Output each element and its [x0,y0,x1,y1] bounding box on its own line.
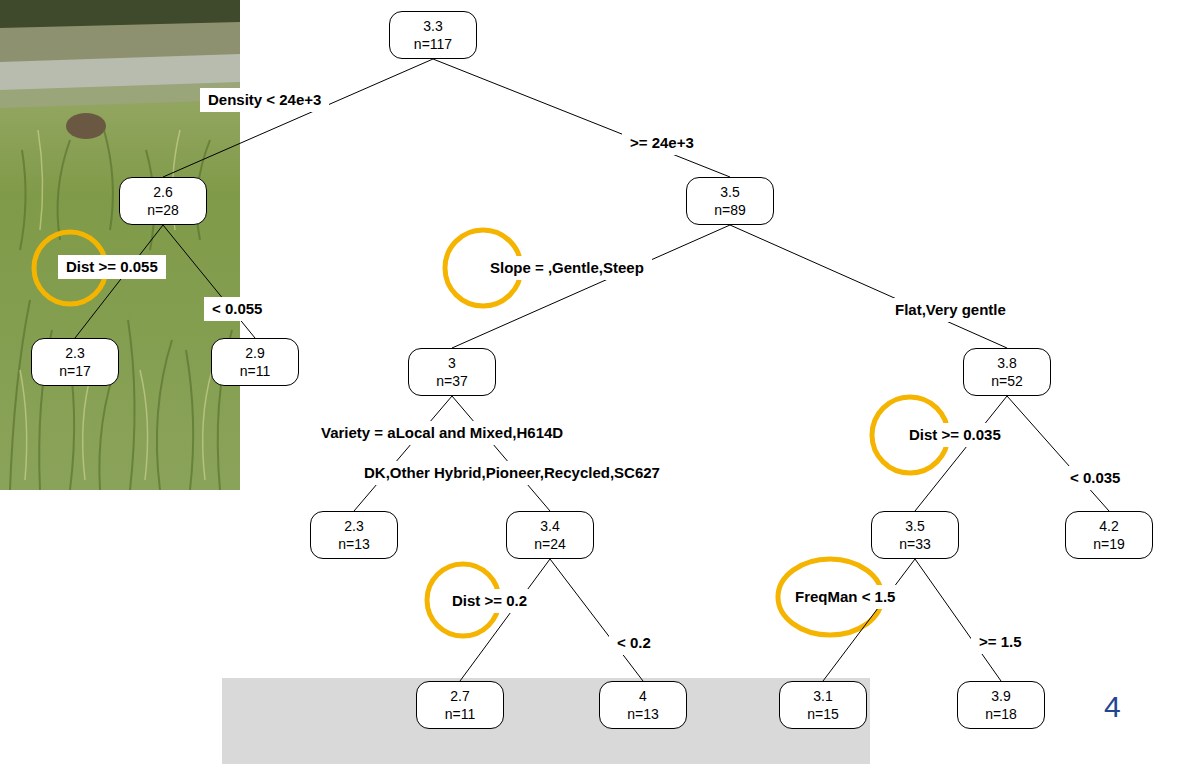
tree-branch [75,225,163,338]
tree-branch [433,59,730,177]
split-label: Dist >= 0.035 [901,423,1009,447]
node-count: n=11 [430,705,490,723]
split-label: FreqMan < 1.5 [787,585,903,609]
tree-branch [1007,396,1109,511]
split-label: Slope = ,Gentle,Steep [482,256,652,280]
node-count: n=15 [793,705,853,723]
node-value: 3.5 [885,517,945,535]
split-label: Dist >= 0.055 [58,255,166,279]
tree-branch [163,225,255,338]
node-count: n=17 [45,362,105,380]
node-count: n=52 [977,372,1037,390]
node-count: n=28 [133,201,193,219]
split-label: Dist >= 0.2 [444,589,535,613]
tree-branch [823,559,915,681]
split-label: < 0.2 [609,631,659,655]
tree-node: 2.3n=17 [31,338,119,386]
tree-branch [550,559,643,681]
node-count: n=117 [403,35,463,53]
node-value: 2.6 [133,183,193,201]
tree-node: 2.9n=11 [211,338,299,386]
node-count: n=13 [613,705,673,723]
tree-branch [460,559,550,681]
node-count: n=33 [885,535,945,553]
tree-branch [452,225,730,348]
tree-node: 3.1n=15 [779,681,867,729]
node-count: n=24 [520,535,580,553]
split-label: < 0.035 [1062,466,1128,490]
node-value: 4.2 [1079,517,1139,535]
node-value: 2.3 [324,517,384,535]
node-value: 3.3 [403,17,463,35]
node-value: 4 [613,687,673,705]
grey-band [222,678,870,764]
tree-node: 4.2n=19 [1065,511,1153,559]
tree-node: 3.5n=33 [871,511,959,559]
page-number: 4 [1104,690,1121,724]
node-count: n=37 [422,372,482,390]
node-value: 3.5 [700,183,760,201]
split-label: >= 24e+3 [622,131,702,155]
node-count: n=19 [1079,535,1139,553]
node-value: 2.7 [430,687,490,705]
node-count: n=18 [971,705,1031,723]
tree-node: 2.6n=28 [119,177,207,225]
tree-branch [915,559,1001,681]
node-value: 2.3 [45,344,105,362]
node-value: 3.1 [793,687,853,705]
node-value: 3.4 [520,517,580,535]
tree-node: 3.3n=117 [389,11,477,59]
node-value: 3.8 [977,354,1037,372]
tree-node: 2.3n=13 [310,511,398,559]
split-label: Density < 24e+3 [200,88,329,112]
tree-node: 3.4n=24 [506,511,594,559]
split-label: Flat,Very gentle [887,298,1014,322]
tree-branch [354,396,452,511]
tree-branch [452,396,550,511]
tree-branch [915,396,1007,511]
tree-node: 3.5n=89 [686,177,774,225]
tree-node: 3.8n=52 [963,348,1051,396]
node-value: 3.9 [971,687,1031,705]
tree-node: 3n=37 [408,348,496,396]
node-count: n=11 [225,362,285,380]
split-label: < 0.055 [204,297,270,321]
tree-branch [163,59,433,177]
split-label: DK,Other Hybrid,Pioneer,Recycled,SC627 [356,461,668,485]
tree-branch [730,225,1007,348]
node-count: n=89 [700,201,760,219]
node-value: 2.9 [225,344,285,362]
tree-node: 3.9n=18 [957,681,1045,729]
split-label: Variety = aLocal and Mixed,H614D [313,421,571,445]
node-value: 3 [422,354,482,372]
split-label: >= 1.5 [971,630,1030,654]
tree-node: 4n=13 [599,681,687,729]
highlight-circles [34,230,948,636]
field-photo [0,0,240,490]
node-count: n=13 [324,535,384,553]
tree-node: 2.7n=11 [416,681,504,729]
